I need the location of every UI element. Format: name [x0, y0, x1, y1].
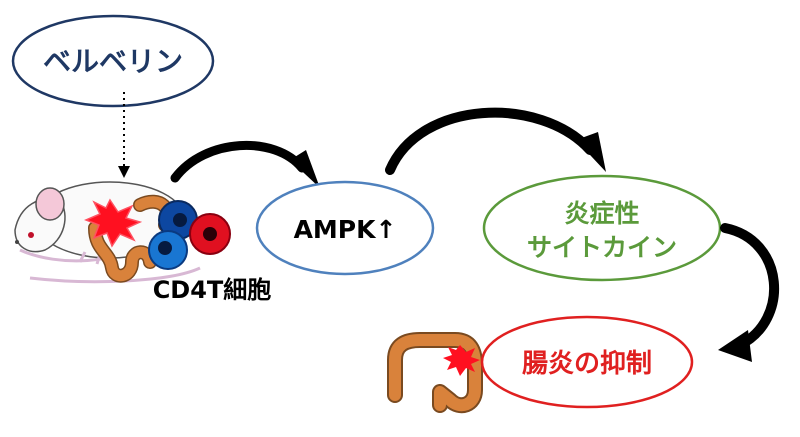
arrow-cytokine-to-suppression [720, 223, 780, 350]
suppression-node: 腸炎の抑制 [480, 315, 694, 409]
cytokine-node: 炎症性 サイトカイン [482, 174, 722, 282]
cd4-t-cell-label: CD4T細胞 [153, 276, 272, 304]
colon-icon [387, 332, 483, 414]
arrow-ampk-to-cytokine [385, 107, 595, 175]
dotted-arrow-head [118, 166, 130, 178]
berberine-node: ベルベリン [11, 14, 215, 108]
mouse-nose [15, 240, 19, 244]
ampk-node: AMPK↑ [255, 180, 435, 276]
suppression-ellipse [480, 315, 694, 409]
ampk-label: AMPK↑ [294, 215, 397, 244]
arrow-ampk-to-cytokine-head [576, 132, 606, 172]
arrow-cytokine-to-suppression-head [718, 330, 752, 362]
arrow-cells-to-ampk [170, 140, 307, 183]
ampk-ellipse [255, 180, 435, 276]
cytokine-label-line2: サイトカイン [527, 233, 677, 262]
berberine-label: ベルベリン [43, 45, 183, 78]
suppression-label: 腸炎の抑制 [522, 349, 652, 379]
arrow-cells-to-ampk-head [290, 150, 320, 188]
t-cell-icon [148, 200, 231, 270]
cytokine-label-line1: 炎症性 [564, 199, 639, 228]
cytokine-ellipse [482, 174, 722, 282]
inflammation-burst-icon [84, 198, 143, 248]
colon-burst-icon [443, 345, 480, 376]
mouse-eye [28, 232, 34, 238]
mouse-ear [35, 187, 65, 221]
berberine-ellipse [11, 14, 215, 108]
